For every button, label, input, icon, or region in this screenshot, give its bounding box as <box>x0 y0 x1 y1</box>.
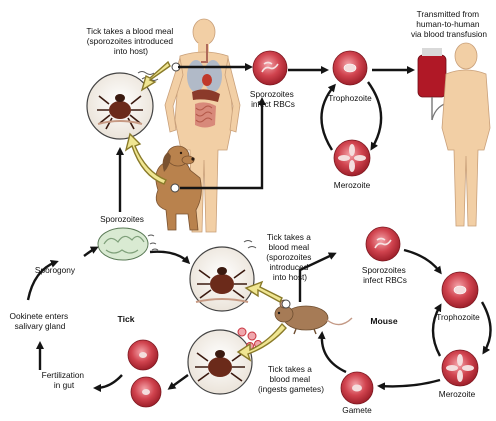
tick-on-skin-zoom-mid <box>190 247 254 311</box>
label-transfusion: Transmitted from human-to-human via bloo… <box>411 9 487 39</box>
arrow-trophozoite-to-merozoite-top <box>368 82 381 148</box>
label-trophozoite-top: Trophozoite <box>328 93 372 103</box>
label-tick-meal-low: Tick takes a blood meal (ingests gametes… <box>258 364 324 394</box>
rbc-trophozoite-top <box>333 51 367 85</box>
label-sporozoites-infect-top: Sporozoites infect RBCs <box>250 89 296 109</box>
label-tick-meal-top: Tick takes a blood meal (sporozoites int… <box>86 26 175 56</box>
gut-rbc-lower <box>131 377 161 407</box>
label-ookinete: Ookinete enters salivary gland <box>10 311 71 331</box>
rbc-sporozoites-top <box>253 51 287 85</box>
label-sporogony: Sporogony <box>35 265 76 275</box>
arrow-gut-to-fertilization <box>96 375 122 388</box>
label-mouse-section: Mouse <box>370 316 397 326</box>
gut-rbc-upper <box>128 340 158 370</box>
arrow-gland-to-tick-mid <box>150 252 188 262</box>
sporozoite-squiggles-mid <box>244 241 256 249</box>
label-merozoite-mouse: Merozoite <box>439 389 476 399</box>
label-gamete: Gamete <box>342 405 372 415</box>
arrow-gamete-to-mouse <box>322 334 346 372</box>
label-merozoite-top: Merozoite <box>334 180 371 190</box>
rbc-merozoite-mouse <box>442 350 478 386</box>
yellow-arrow-human-to-tick <box>142 62 170 90</box>
rbc-trophozoite-mouse <box>442 272 478 308</box>
arrow-sporogony-to-gland <box>84 248 96 256</box>
arrow-merozoite-to-gamete <box>380 380 440 386</box>
salivary-gland-sporozoites <box>98 228 158 260</box>
label-tick-meal-mid: Tick takes a blood meal (sporozoites int… <box>266 232 314 282</box>
label-sporozoites: Sporozoites <box>100 214 144 224</box>
yellow-arrow-dog-to-tick <box>126 134 166 184</box>
label-fertilization: Fertilization in gut <box>42 370 87 390</box>
label-tick-section: Tick <box>117 314 134 324</box>
tick-on-skin-zoom-low <box>188 330 252 394</box>
transfusion-recipient-figure <box>442 43 490 226</box>
label-trophozoite-mouse: Trophozoite <box>436 312 480 322</box>
rbc-gamete <box>341 372 373 404</box>
arrow-trophozoite-to-merozoite-mouse <box>482 302 491 352</box>
mouse-bite-site <box>282 300 290 308</box>
arrow-tick-low-to-gut <box>170 375 188 388</box>
rbc-sporozoites-mouse <box>366 227 400 261</box>
arrow-rbc-to-trophozoite-mouse <box>404 250 440 272</box>
tick-on-skin-zoom-top <box>87 73 153 139</box>
label-sporozoites-infect-mouse: Sporozoites infect RBCs <box>362 265 408 285</box>
rbc-merozoite-top <box>334 140 370 176</box>
